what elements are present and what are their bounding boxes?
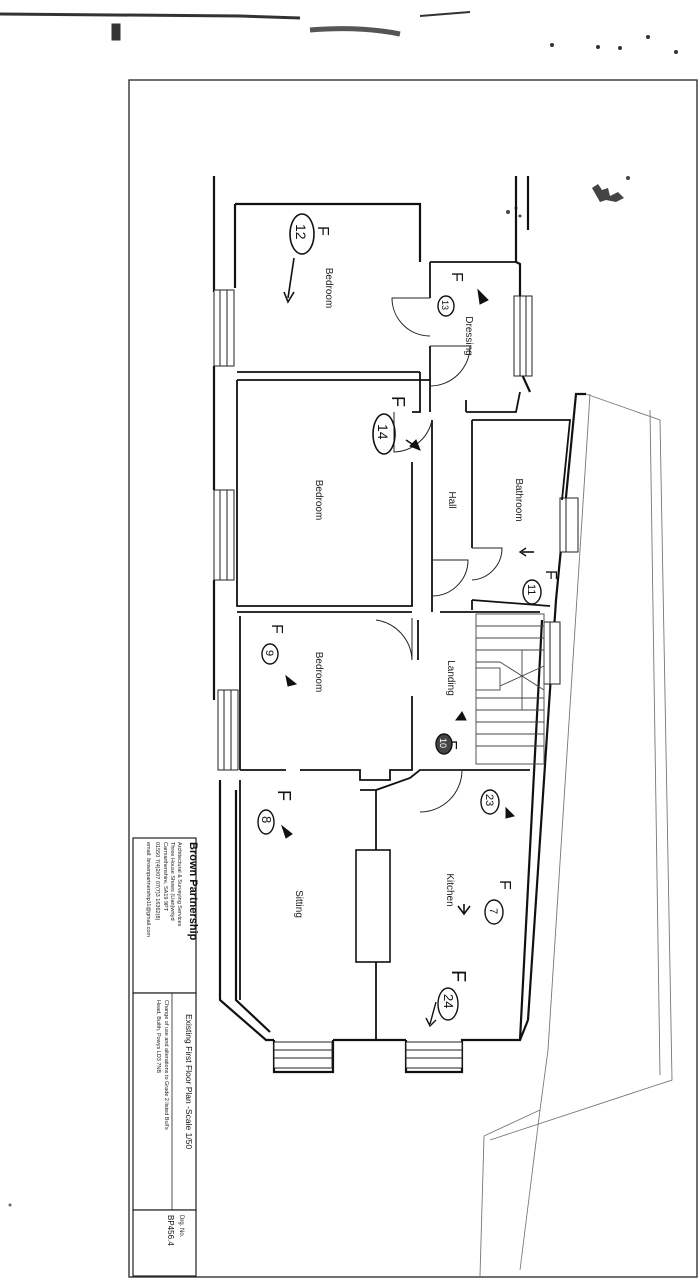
drawing-border [128,79,698,1278]
svg-text:14: 14 [375,424,391,440]
drawing-number: BP456.4 [166,1215,175,1246]
site-context-lines [479,393,673,1277]
room-label-bedroom-top: Bedroom [323,268,334,309]
chimney-breast [355,849,391,963]
company-services: Architectural & Surveying Services [176,842,182,927]
svg-text:13: 13 [440,300,450,310]
room-labels: Bedroom Dressing Bedroom Hall Bathroom B… [293,268,524,918]
room-label-sitting: Sitting [293,890,304,918]
door-swings [375,297,503,813]
room-label-dressing: Dressing [463,316,474,355]
photo-marker-f9: F 9 [261,624,298,687]
photo-marker-f24: F 24 [425,970,469,1028]
svg-text:F: F [268,624,285,634]
drawing-number-label: Drg. No. [178,1215,184,1238]
room-label-bedroom-low: Bedroom [313,652,324,693]
scan-speck [8,1203,12,1207]
room-label-hall: Hall [446,491,457,508]
photo-marker-f13: F 13 [437,272,489,317]
svg-text:8: 8 [259,816,274,823]
photo-marker-f8: F 8 [257,790,294,839]
svg-text:9: 9 [263,650,275,656]
svg-text:F: F [448,272,465,282]
project-description-1: Change of use and alterations to Grade 2… [163,1000,169,1130]
photo-marker-f10: F 10 [435,711,467,755]
svg-text:24: 24 [441,994,456,1008]
company-name: Brown Partnership [187,842,199,941]
company-email: email: brownpartnership11@gmail.com [145,842,151,937]
scan-noise-right [506,176,630,218]
company-address-1: Three House Shows (Llan)wrtyd [169,842,175,921]
room-label-landing: Landing [445,660,456,696]
room-label-bedroom-mid: Bedroom [313,480,324,521]
svg-text:12: 12 [293,224,309,240]
company-address-2: Carmarthenshire, SA19 9PT [162,842,168,912]
room-label-kitchen: Kitchen [444,873,455,906]
external-walls [212,176,586,1074]
windows [213,289,579,1069]
internal-walls [236,261,571,1040]
photo-marker-23: 23 [480,789,515,819]
company-phone: 01550 7(4)2/07 07(7)3 16362(8) [154,842,160,920]
room-label-bathroom: Bathroom [513,478,524,521]
scan-noise-top [0,11,678,54]
project-description-2: Head, Builth, Powys LD3 7NB [155,1000,161,1073]
svg-text:F: F [274,790,294,801]
svg-text:10: 10 [438,738,448,748]
svg-text:F: F [314,226,331,236]
svg-text:11: 11 [525,584,537,595]
photo-marker-f11: F 11 [518,547,559,605]
staircase [475,613,545,765]
svg-text:F: F [388,396,408,407]
photo-marker-f14: F 14 [372,396,421,455]
svg-text:23: 23 [483,794,495,806]
photo-marker-f7: F 7 [457,880,513,925]
svg-text:F: F [496,880,513,890]
photo-marker-f12: F 12 [283,213,331,304]
drawing-title: Existing First Floor Plan -Scale 1/50 [184,1014,194,1149]
photo-markers: F 12 F 13 F 14 F 11 [257,213,559,1028]
title-block: Brown Partnership Architectural & Survey… [132,837,199,1277]
svg-text:F: F [542,570,559,580]
svg-text:F: F [447,970,469,982]
svg-text:7: 7 [487,908,499,914]
